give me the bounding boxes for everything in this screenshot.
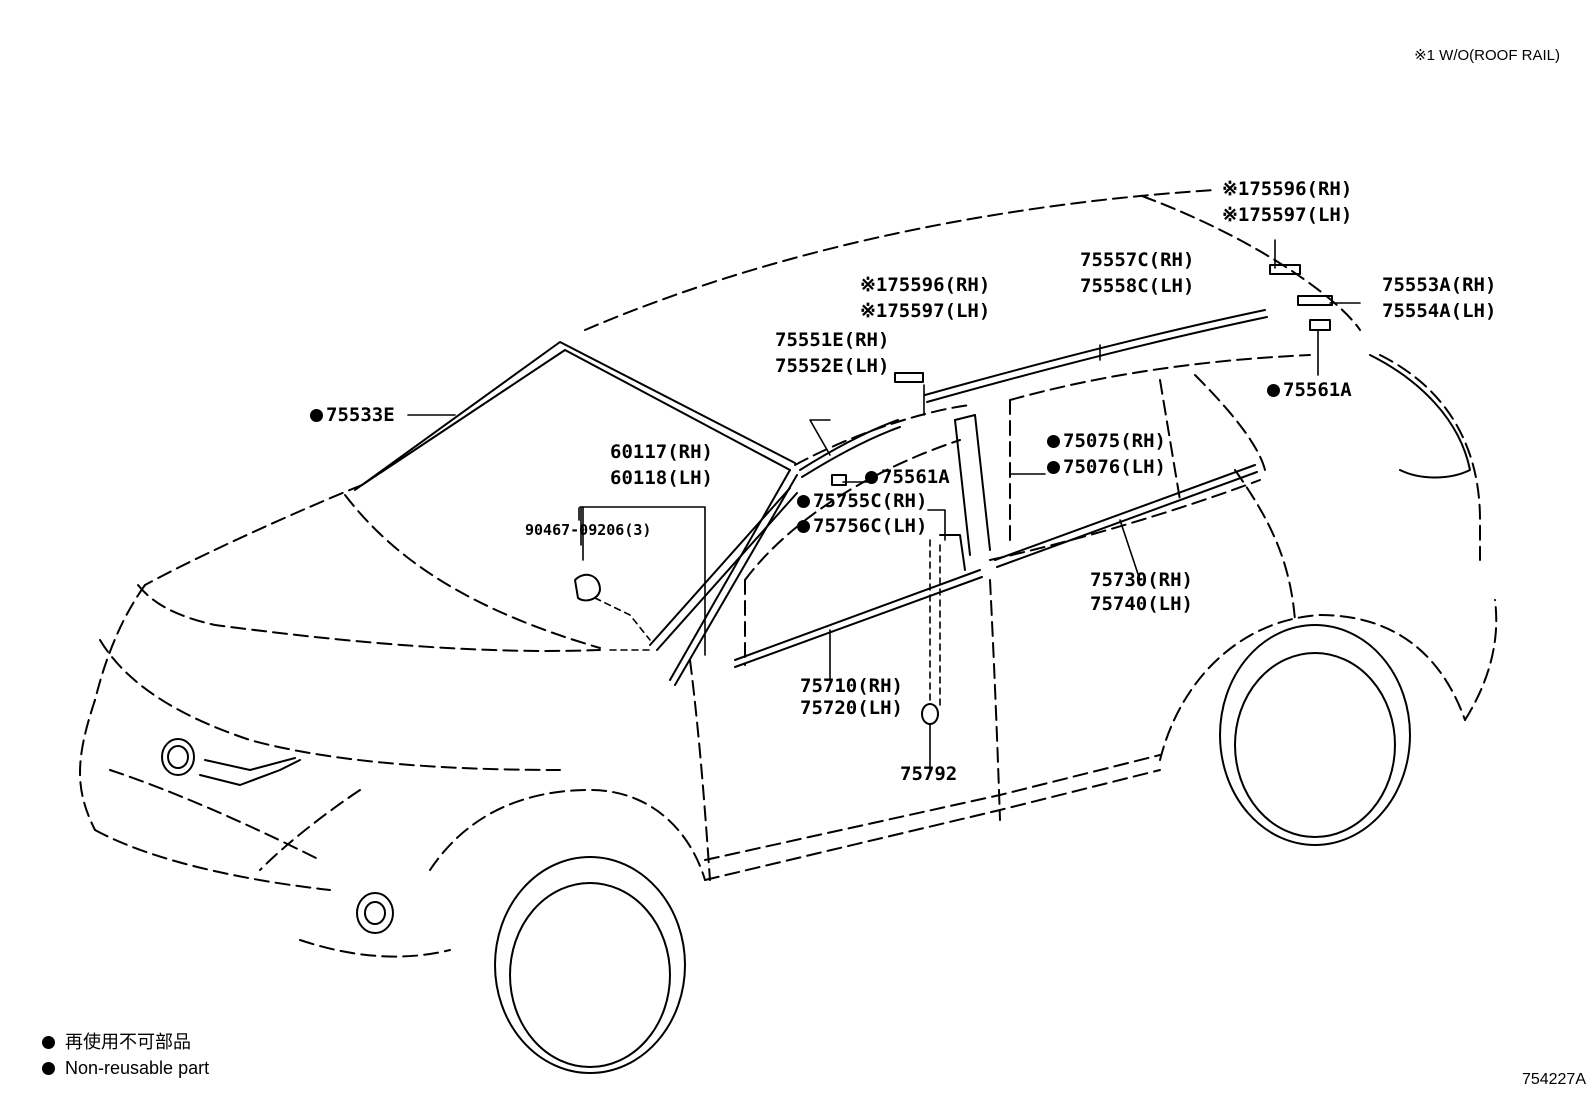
part-number-text: ※175597(LH) [1222,204,1353,226]
part-75558c[interactable]: 75558C(LH) [1080,274,1194,298]
part-75792[interactable]: 75792 [900,762,957,786]
part-number-text: 90467-09206(3) [525,521,652,539]
non-reusable-dot-icon [1267,384,1280,397]
legend-ja-text: 再使用不可部品 [65,1032,191,1052]
part-number-text: 75558C(LH) [1080,275,1195,297]
legend-en: Non-reusable part [42,1056,209,1080]
part-number-text: 75561A [881,466,950,488]
part-75075[interactable]: 75075(RH) [1047,429,1166,453]
part-number-text: 75552E(LH) [775,355,890,377]
part-number-text: 75561A [1283,379,1352,401]
figure-id: 754227A [1521,1071,1586,1088]
windshield-trim [354,341,798,686]
part-90467-09206[interactable]: 90467-09206(3) [525,520,651,540]
part-60118[interactable]: 60118(LH) [610,466,713,490]
non-reusable-dot-icon [1047,435,1060,448]
part-75561a-rear[interactable]: 75561A [1267,378,1352,402]
part-number-text: 75720(LH) [800,697,903,719]
part-number-text: 75710(RH) [800,675,903,697]
part-75561a-front[interactable]: 75561A [865,465,950,489]
part-75755c[interactable]: 75755C(RH) [797,489,927,513]
leader-dashed [594,539,941,706]
part-number-text: 60117(RH) [610,441,713,463]
part-75756c[interactable]: 75756C(LH) [797,514,927,538]
non-reusable-dot-icon [865,471,878,484]
lights-and-wheels [161,354,1471,1074]
part-75597-front[interactable]: ※175597(LH) [860,299,990,323]
part-number-text: 60118(LH) [610,467,713,489]
part-number-text: 75557C(RH) [1080,249,1195,271]
non-reusable-dot-icon [1047,461,1060,474]
part-75557c[interactable]: 75557C(RH) [1080,248,1194,272]
non-reusable-dot-icon [797,520,810,533]
non-reusable-dot-icon [42,1062,55,1075]
part-number-text: 75075(RH) [1063,430,1166,452]
body-outline [79,189,1498,958]
part-75730[interactable]: 75730(RH) [1090,568,1193,592]
belt-mouldings [734,414,1258,668]
part-75597-roof[interactable]: ※175597(LH) [1222,203,1352,227]
part-75720[interactable]: 75720(LH) [800,696,903,720]
roof-mouldings [799,264,1333,478]
part-number-text: 75755C(RH) [813,490,928,512]
part-number-text: 75756C(LH) [813,515,928,537]
part-75553a[interactable]: 75553A(RH) [1382,273,1496,297]
part-75710[interactable]: 75710(RH) [800,674,903,698]
part-75554a[interactable]: 75554A(LH) [1382,299,1496,323]
part-number-text: ※175597(LH) [860,300,991,322]
part-number-text: 75740(LH) [1090,593,1193,615]
non-reusable-dot-icon [797,495,810,508]
part-75076[interactable]: 75076(LH) [1047,455,1166,479]
part-75596-front[interactable]: ※175596(RH) [860,273,990,297]
part-number-text: 75554A(LH) [1382,300,1497,322]
legend-en-text: Non-reusable part [65,1058,210,1078]
non-reusable-dot-icon [42,1036,55,1049]
part-number-text: 75076(LH) [1063,456,1166,478]
part-number-text: ※175596(RH) [860,274,991,296]
leader-lines [407,239,1361,771]
clips [574,474,939,725]
part-number-text: 75792 [900,763,958,785]
part-75533e[interactable]: 75533E [310,403,395,427]
part-60117[interactable]: 60117(RH) [610,440,713,464]
part-number-text: 75730(RH) [1090,569,1193,591]
part-number-text: 75533E [326,404,395,426]
part-75596-roof[interactable]: ※175596(RH) [1222,177,1352,201]
roof-rail-note: ※1 W/O(ROOF RAIL) [1414,47,1560,64]
legend-ja: 再使用不可部品 [42,1030,191,1054]
non-reusable-dot-icon [310,409,323,422]
part-number-text: ※175596(RH) [1222,178,1353,200]
part-number-text: 75553A(RH) [1382,274,1497,296]
part-75552e[interactable]: 75552E(LH) [775,354,889,378]
part-number-text: 75551E(RH) [775,329,890,351]
part-75740[interactable]: 75740(LH) [1090,592,1193,616]
part-75551e[interactable]: 75551E(RH) [775,328,889,352]
